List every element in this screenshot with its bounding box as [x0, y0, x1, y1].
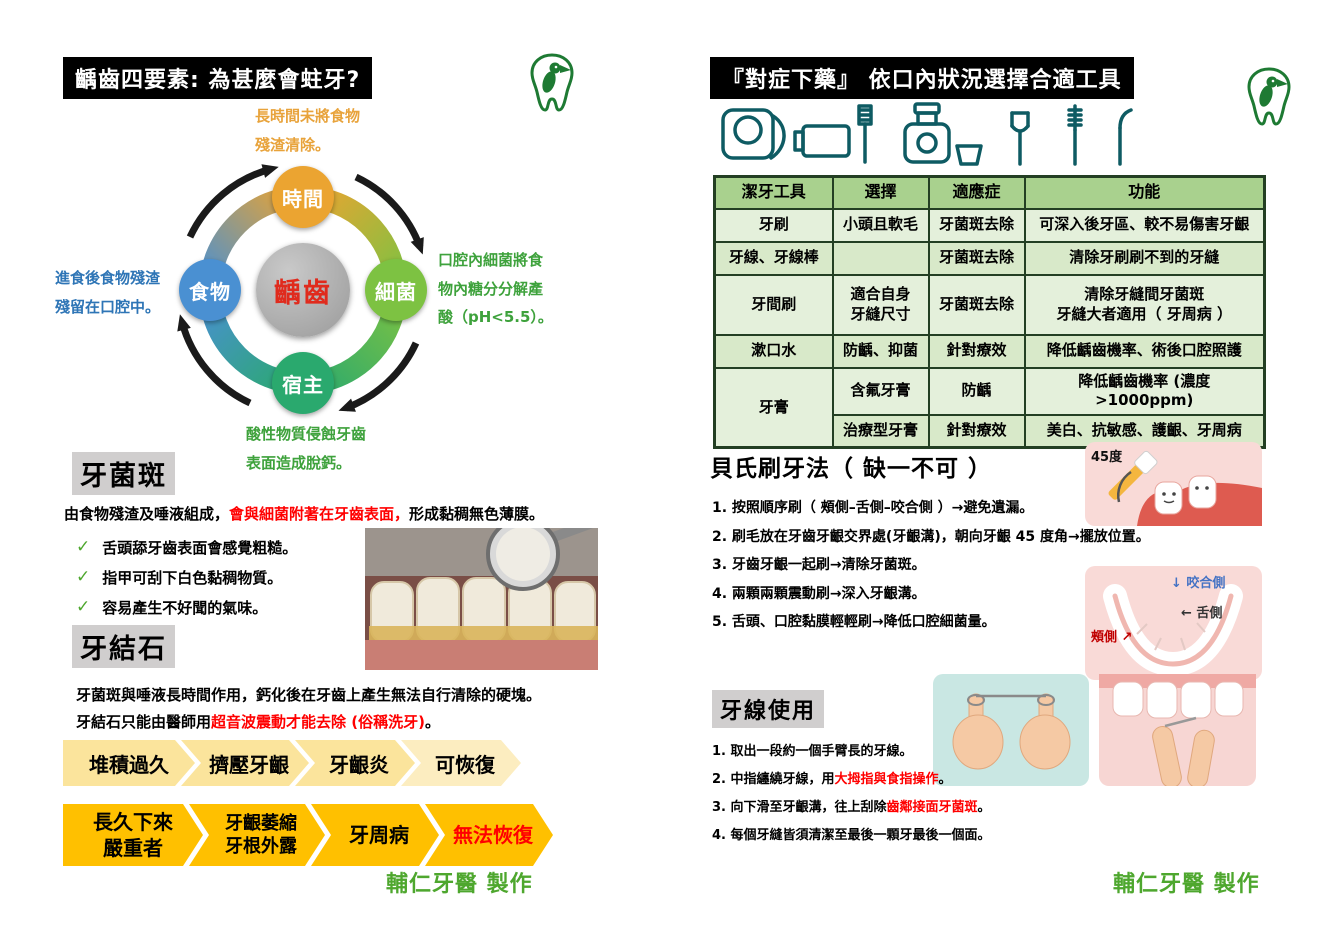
- floss-step: 4. 每個牙縫皆須清潔至最後一顆牙最後一個面。: [712, 828, 991, 843]
- floss-step: 3. 向下滑至牙齦溝，往上刮除齒鄰接面牙菌斑。: [712, 800, 991, 815]
- angle-label: 45度: [1091, 450, 1123, 465]
- buccal-side-label: 頰側 ↗: [1091, 630, 1133, 645]
- cleaning-tools-table: 潔牙工具 選擇 適應症 功能 牙刷 小頭且軟毛 牙菌斑去除 可深入後牙區、較不易…: [713, 175, 1266, 449]
- calculus-flow-irreversible: 長久下來嚴重者 牙齦萎縮牙根外露 牙周病 無法恢復: [63, 804, 553, 866]
- floss-steps-list: 1. 取出一段約一個手臂長的牙線。 2. 中指纏繞牙線，用大拇指與食指操作。 3…: [712, 738, 991, 850]
- calculus-flow-reversible: 堆積過久 擠壓牙齦 牙齦炎 可恢復: [63, 740, 521, 786]
- brushing-steps-list: 1. 按照順序刷（ 頰側–舌側–咬合側 ）→避免遺漏。 2. 刷毛放在牙齒牙齦交…: [712, 494, 1150, 637]
- flow-step: 堆積過久: [63, 740, 195, 786]
- clinic-tooth-logo: [1247, 67, 1291, 126]
- table-row: 牙膏 含氟牙膏 防齲 降低齲齒機率 (濃度>1000ppm): [713, 366, 1266, 449]
- page-right: 『對症下藥』 依口內狀況選擇合適工具: [667, 0, 1333, 928]
- table-row: 牙刷 小頭且軟毛 牙菌斑去除 可深入後牙區、較不易傷害牙齦: [713, 207, 1266, 243]
- table-header-row: 潔牙工具 選擇 適應症 功能: [713, 175, 1266, 210]
- plaque-checklist: ✓舌頭舔牙齒表面會感覺粗糙。 ✓指甲可刮下白色黏稠物質。 ✓容易產生不好聞的氣味…: [76, 532, 297, 622]
- cycle-node-bacteria: 細菌: [365, 259, 427, 321]
- calculus-heading: 牙結石: [72, 625, 175, 668]
- floss-heading: 牙線使用: [712, 690, 825, 728]
- check-item: ✓指甲可刮下白色黏稠物質。: [76, 567, 283, 587]
- calculus-line1: 牙菌斑與唾液長時間作用，鈣化後在牙齒上產生無法自行清除的硬塊。: [76, 686, 542, 704]
- note-bacteria: 口腔內細菌將食 物內糖分分解產 酸（pH<5.5）。: [438, 251, 553, 326]
- floss-box-icon: [721, 108, 786, 160]
- lingual-side-label: ← 舌側: [1181, 606, 1223, 621]
- floss-step: 2. 中指纏繞牙線，用大拇指與食指操作。: [712, 772, 952, 787]
- col-header-tool: 潔牙工具: [713, 175, 834, 210]
- floss-hands-image: [933, 674, 1089, 786]
- cycle-node-host: 宿主: [272, 352, 334, 414]
- plaque-photo: [365, 528, 598, 670]
- check-icon: ✓: [76, 597, 91, 617]
- brushing-step: 2. 刷毛放在牙齒牙齦交界處(牙齦溝)，朝向牙齦 45 度角→擺放位置。: [712, 528, 1150, 545]
- floss-pick-icon: [1010, 111, 1030, 166]
- clinic-tooth-logo: [530, 53, 574, 112]
- cycle-node-food: 食物: [179, 259, 241, 321]
- table-row: 漱口水 防齲、抑菌 針對療效 降低齲齒機率、術後口腔照護: [713, 333, 1266, 369]
- plaque-heading: 牙菌斑: [72, 452, 175, 495]
- col-header-choice: 選擇: [831, 175, 930, 210]
- page-left: 齲齒四要素: 為甚麼會蛀牙?: [55, 53, 598, 897]
- brushing-step: 1. 按照順序刷（ 頰側–舌側–咬合側 ）→避免遺漏。: [712, 500, 1034, 516]
- dental-tools-icon-strip: [721, 102, 1133, 166]
- flow-step: 無法恢復: [425, 804, 553, 866]
- caries-cycle-diagram: 時間 細菌 宿主 食物 齲齒: [138, 140, 468, 440]
- note-time: 長時間未將食物 殘渣清除。: [255, 107, 361, 154]
- note-host: 酸性物質侵蝕牙齒 表面造成脫鈣。: [246, 425, 367, 472]
- interdental-brush-icon: [1067, 104, 1083, 166]
- right-page-title: 『對症下藥』 依口內狀況選擇合適工具: [710, 57, 1134, 99]
- cycle-node-time: 時間: [272, 166, 334, 228]
- mouthwash-icon: [903, 102, 983, 166]
- brushing-heading: 貝氏刷牙法（ 缺一不可 ）: [710, 456, 993, 482]
- occlusal-side-label: ↓ 咬合側: [1171, 576, 1226, 591]
- table-row: 牙線、牙線棒 牙菌斑去除 清除牙刷刷不到的牙縫: [713, 240, 1266, 276]
- cycle-center-caries: 齲齒: [256, 243, 350, 337]
- col-header-indication: 適應症: [927, 175, 1026, 210]
- dental-probe-icon: [1118, 108, 1133, 166]
- brushing-step: 5. 舌頭、口腔黏膜輕輕刷→降低口腔細菌量。: [712, 614, 996, 630]
- check-icon: ✓: [76, 567, 91, 587]
- flow-step: 可恢復: [401, 740, 521, 786]
- check-icon: ✓: [76, 537, 91, 557]
- flow-step: 長久下來嚴重者: [63, 804, 203, 866]
- right-footer-credit: 輔仁牙醫 製作: [1113, 872, 1260, 897]
- flow-step: 牙齦萎縮牙根外露: [189, 804, 325, 866]
- note-food: 進食後食物殘渣 殘留在口腔中。: [55, 269, 161, 316]
- flow-step: 牙周病: [311, 804, 439, 866]
- left-footer-credit: 輔仁牙醫 製作: [386, 872, 533, 897]
- calculus-line2: 牙結石只能由醫師用超音波震動才能去除 (俗稱洗牙)。: [76, 713, 440, 731]
- brushing-step: 3. 牙齒牙齦一起刷→清除牙菌斑。: [712, 557, 926, 573]
- left-page-title: 齲齒四要素: 為甚麼會蛀牙?: [63, 57, 373, 99]
- plaque-intro: 由食物殘渣及唾液組成，會與細菌附著在牙齒表面，形成黏稠無色薄膜。: [64, 505, 545, 523]
- floss-in-mouth-image: [1099, 674, 1256, 789]
- tooth-sides-image: ↓ 咬合側 ← 舌側 頰側 ↗: [1085, 566, 1262, 680]
- brushing-angle-image: 45度: [1085, 442, 1262, 526]
- brushing-step: 4. 兩顆兩顆震動刷→深入牙齦溝。: [712, 585, 926, 602]
- check-item: ✓容易產生不好聞的氣味。: [76, 597, 268, 617]
- table-row: 牙間刷 適合自身 牙縫尺寸 牙菌斑去除 清除牙縫間牙菌斑 牙縫大者適用（ 牙周病…: [713, 273, 1266, 336]
- flow-step: 擠壓牙齦: [181, 740, 309, 786]
- col-header-function: 功能: [1023, 175, 1266, 210]
- check-item: ✓舌頭舔牙齒表面會感覺粗糙。: [76, 537, 298, 557]
- flow-step: 牙齦炎: [295, 740, 415, 786]
- floss-step: 1. 取出一段約一個手臂長的牙線。: [712, 744, 913, 759]
- toothpaste-toothbrush-icon: [793, 104, 873, 164]
